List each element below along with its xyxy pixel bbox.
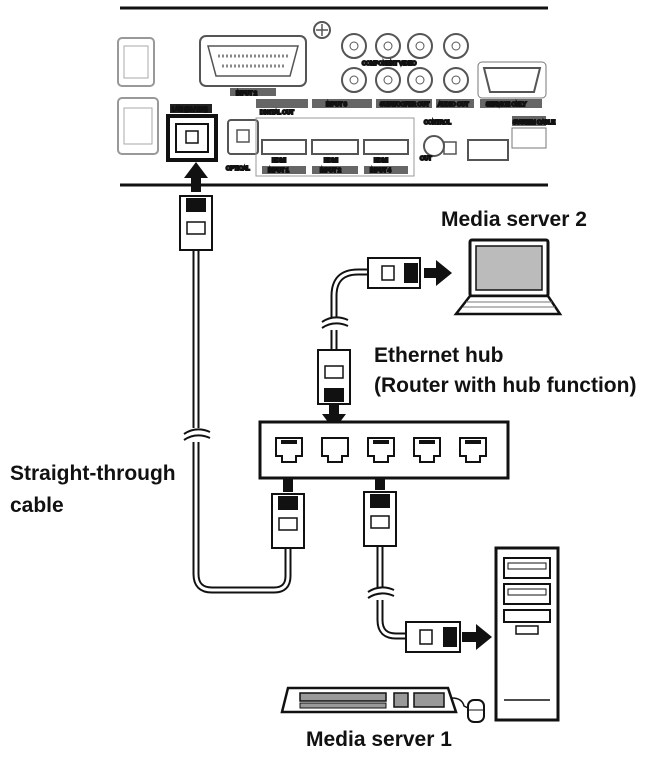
input2-scart-label: INPUT 2: [236, 91, 257, 97]
straight-through-cable-label-line1: Straight-through: [10, 462, 176, 485]
input3-label: INPUT 3: [326, 102, 347, 108]
optical-label: OPTICAL: [226, 166, 250, 172]
desktop-tower-icon: [494, 546, 560, 722]
lan-port-label: LAN (10 / 100): [172, 107, 208, 113]
system-cable-label: SYSTEM CABLE: [513, 120, 556, 126]
cables: [192, 250, 469, 709]
rj45-plug-panel: [179, 195, 213, 251]
component-video-label: COMPONENT VIDEO: [362, 61, 417, 67]
straight-through-cable-label-line2: cable: [10, 494, 64, 517]
rj45-plug-hub-port1: [271, 493, 305, 549]
service-only-label: SERVICE ONLY: [486, 102, 526, 108]
laptop-icon: [453, 238, 563, 316]
hdmi-input1-label: INPUT 1: [268, 168, 289, 174]
media-server-1-label: Media server 1: [306, 728, 452, 751]
cable-break-marks: [183, 316, 395, 600]
arrow-right-to-media-server-1-icon: [462, 624, 492, 650]
ethernet-hub-label: Ethernet hub: [374, 344, 504, 367]
mouse-icon: [467, 699, 485, 723]
arrow-right-to-media-server-2-icon: [424, 260, 452, 286]
subwoofer-out-label: SUBWOOFER OUT: [380, 102, 430, 108]
rj45-plug-hub-port3: [363, 491, 397, 547]
rj45-plug-media-server-2: [367, 257, 421, 289]
hdmi-input4-label: INPUT 4: [370, 168, 391, 174]
arrow-up-to-lan-icon: [184, 162, 208, 192]
control-label: CONTROL: [424, 120, 451, 126]
hdmi-label-1: HDMI: [272, 158, 287, 164]
router-note-label: (Router with hub function): [374, 374, 637, 397]
rj45-plug-media-server-1: [405, 621, 461, 653]
media-server-2-label: Media server 2: [441, 208, 587, 231]
hdmi-label-2: HDMI: [324, 158, 339, 164]
hdmi-label-3: HDMI: [374, 158, 389, 164]
hdmi-input2-label: INPUT 2: [320, 168, 341, 174]
keyboard-icon: [280, 686, 458, 714]
digital-out-label: DIGITAL OUT: [260, 110, 295, 116]
rj45-plug-hub-port2: [317, 349, 351, 405]
audio-out-label: AUDIO OUT: [438, 102, 469, 108]
rear-panel: LAN (10 / 100) DIGITAL OUT OPTICAL INPUT…: [117, 6, 557, 187]
control-out-label: OUT: [420, 156, 432, 162]
ethernet-hub-icon: [258, 420, 510, 480]
connection-arrows: [184, 162, 492, 650]
